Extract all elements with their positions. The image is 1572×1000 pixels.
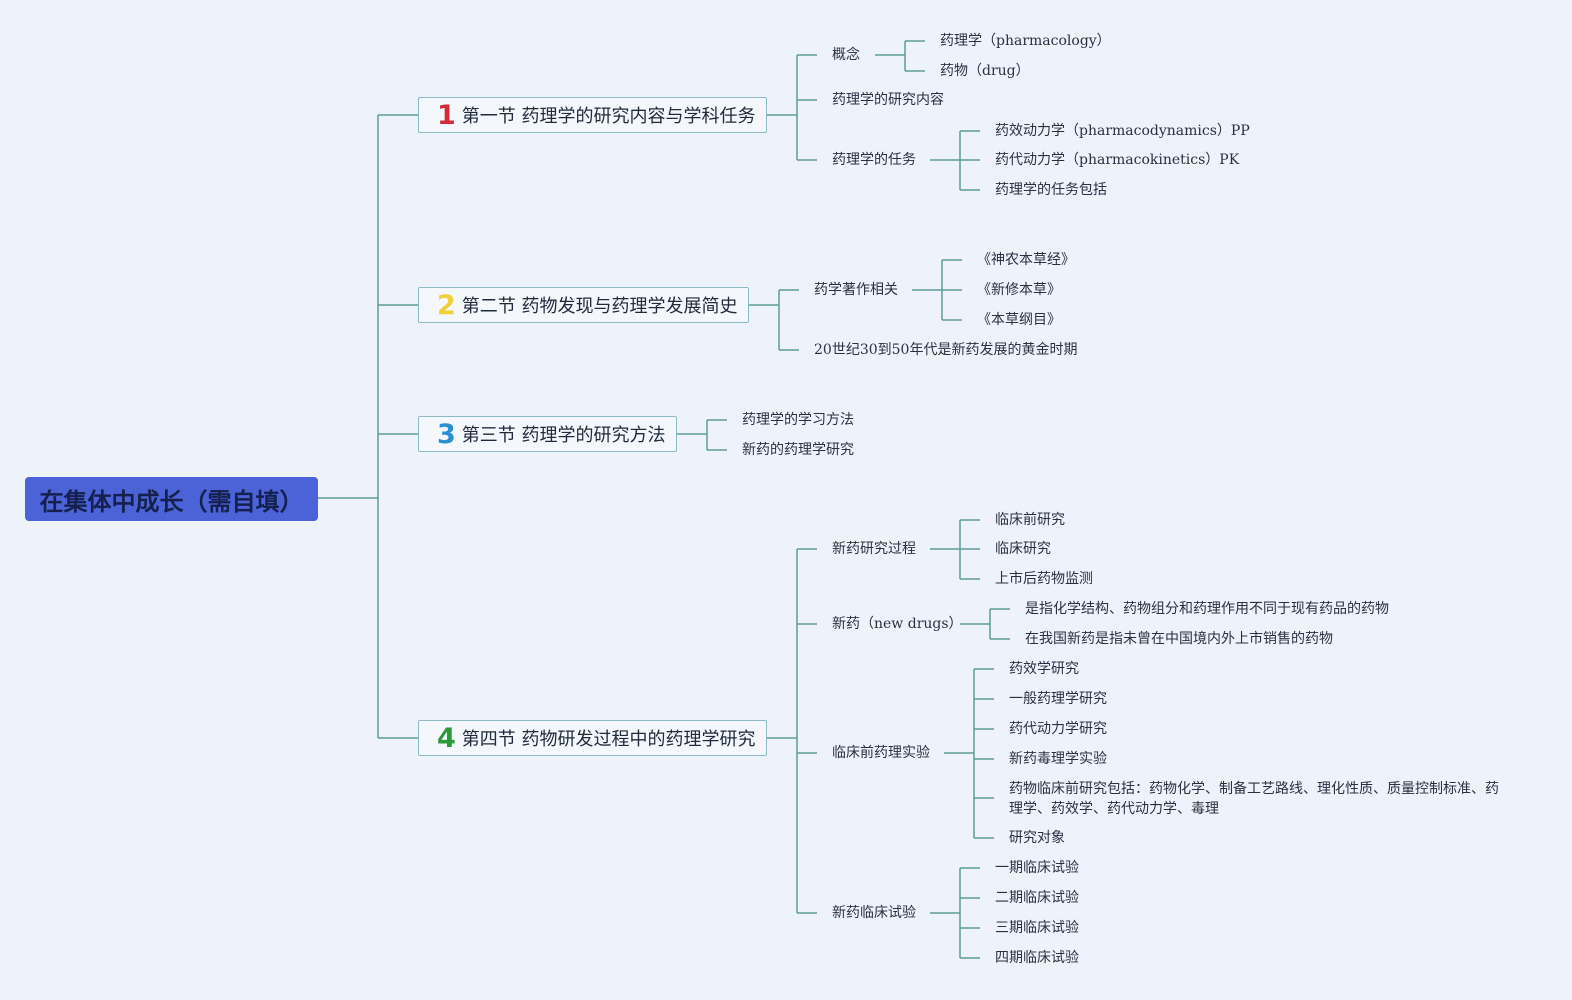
s3-learning-method[interactable]: 药理学的学习方法 (742, 412, 854, 428)
s4-preclinical-pk[interactable]: 药代动力学研究 (1009, 721, 1107, 737)
s4-new-drug[interactable]: 新药（new drugs） (832, 616, 963, 632)
s1-task-includes[interactable]: 药理学的任务包括 (995, 182, 1107, 198)
s4-clinical-phase-3[interactable]: 三期临床试验 (995, 920, 1079, 936)
s1-research-content[interactable]: 药理学的研究内容 (832, 92, 944, 108)
section-4-title: 第四节 药物研发过程中的药理学研究 (461, 729, 756, 750)
s4-new-drug-china[interactable]: 在我国新药是指未曾在中国境内外上市销售的药物 (1025, 631, 1333, 647)
section-2-number: 2 (437, 289, 456, 321)
section-2-node[interactable]: 2 第二节 药物发现与药理学发展简史 (418, 287, 749, 323)
s4-process-postmarket[interactable]: 上市后药物监测 (995, 571, 1093, 587)
s4-preclinical-general[interactable]: 一般药理学研究 (1009, 691, 1107, 707)
s4-process-clinical[interactable]: 临床研究 (995, 541, 1051, 557)
s2-works-xinxiu[interactable]: 《新修本草》 (977, 282, 1061, 298)
s4-new-drug-definition[interactable]: 是指化学结构、药物组分和药理作用不同于现有药品的药物 (1025, 601, 1389, 617)
s2-golden-age[interactable]: 20世纪30到50年代是新药发展的黄金时期 (814, 342, 1078, 358)
s4-preclinical-efficacy[interactable]: 药效学研究 (1009, 661, 1079, 677)
section-1-number: 1 (437, 99, 456, 131)
s1-task-pharmacodynamics[interactable]: 药效动力学（pharmacodynamics）PP (995, 123, 1250, 139)
root-topic[interactable]: 在集体中成长（需自填） (25, 477, 318, 521)
s4-preclinical-subjects[interactable]: 研究对象 (1009, 830, 1065, 846)
s1-concept[interactable]: 概念 (832, 47, 860, 63)
s4-clinical-trial[interactable]: 新药临床试验 (832, 905, 916, 921)
section-1-node[interactable]: 1 第一节 药理学的研究内容与学科任务 (418, 97, 767, 133)
s1-task[interactable]: 药理学的任务 (832, 152, 916, 168)
section-4-number: 4 (437, 722, 456, 754)
s4-preclinical-toxicology[interactable]: 新药毒理学实验 (1009, 751, 1107, 767)
s1-task-pharmacokinetics[interactable]: 药代动力学（pharmacokinetics）PK (995, 152, 1240, 168)
s1-concept-pharmacology[interactable]: 药理学（pharmacology） (940, 33, 1111, 49)
section-4-node[interactable]: 4 第四节 药物研发过程中的药理学研究 (418, 720, 767, 756)
s4-preclinical-includes[interactable]: 药物临床前研究包括：药物化学、制备工艺路线、理化性质、质量控制标准、药理学、药效… (1009, 781, 1499, 817)
s2-works-shennong[interactable]: 《神农本草经》 (977, 252, 1075, 268)
s4-preclinical[interactable]: 临床前药理实验 (832, 745, 930, 761)
s2-works[interactable]: 药学著作相关 (814, 282, 898, 298)
section-3-title: 第三节 药理学的研究方法 (461, 425, 666, 446)
s4-clinical-phase-1[interactable]: 一期临床试验 (995, 860, 1079, 876)
s4-clinical-phase-4[interactable]: 四期临床试验 (995, 950, 1079, 966)
s4-process[interactable]: 新药研究过程 (832, 541, 916, 557)
s3-new-drug-research[interactable]: 新药的药理学研究 (742, 442, 854, 458)
section-3-node[interactable]: 3 第三节 药理学的研究方法 (418, 416, 677, 452)
section-1-title: 第一节 药理学的研究内容与学科任务 (461, 106, 756, 127)
s2-works-bencao[interactable]: 《本草纲目》 (977, 312, 1061, 328)
s4-clinical-phase-2[interactable]: 二期临床试验 (995, 890, 1079, 906)
s4-process-preclinical[interactable]: 临床前研究 (995, 512, 1065, 528)
s1-concept-drug[interactable]: 药物（drug） (940, 63, 1030, 79)
section-3-number: 3 (437, 418, 456, 450)
section-2-title: 第二节 药物发现与药理学发展简史 (461, 296, 738, 317)
